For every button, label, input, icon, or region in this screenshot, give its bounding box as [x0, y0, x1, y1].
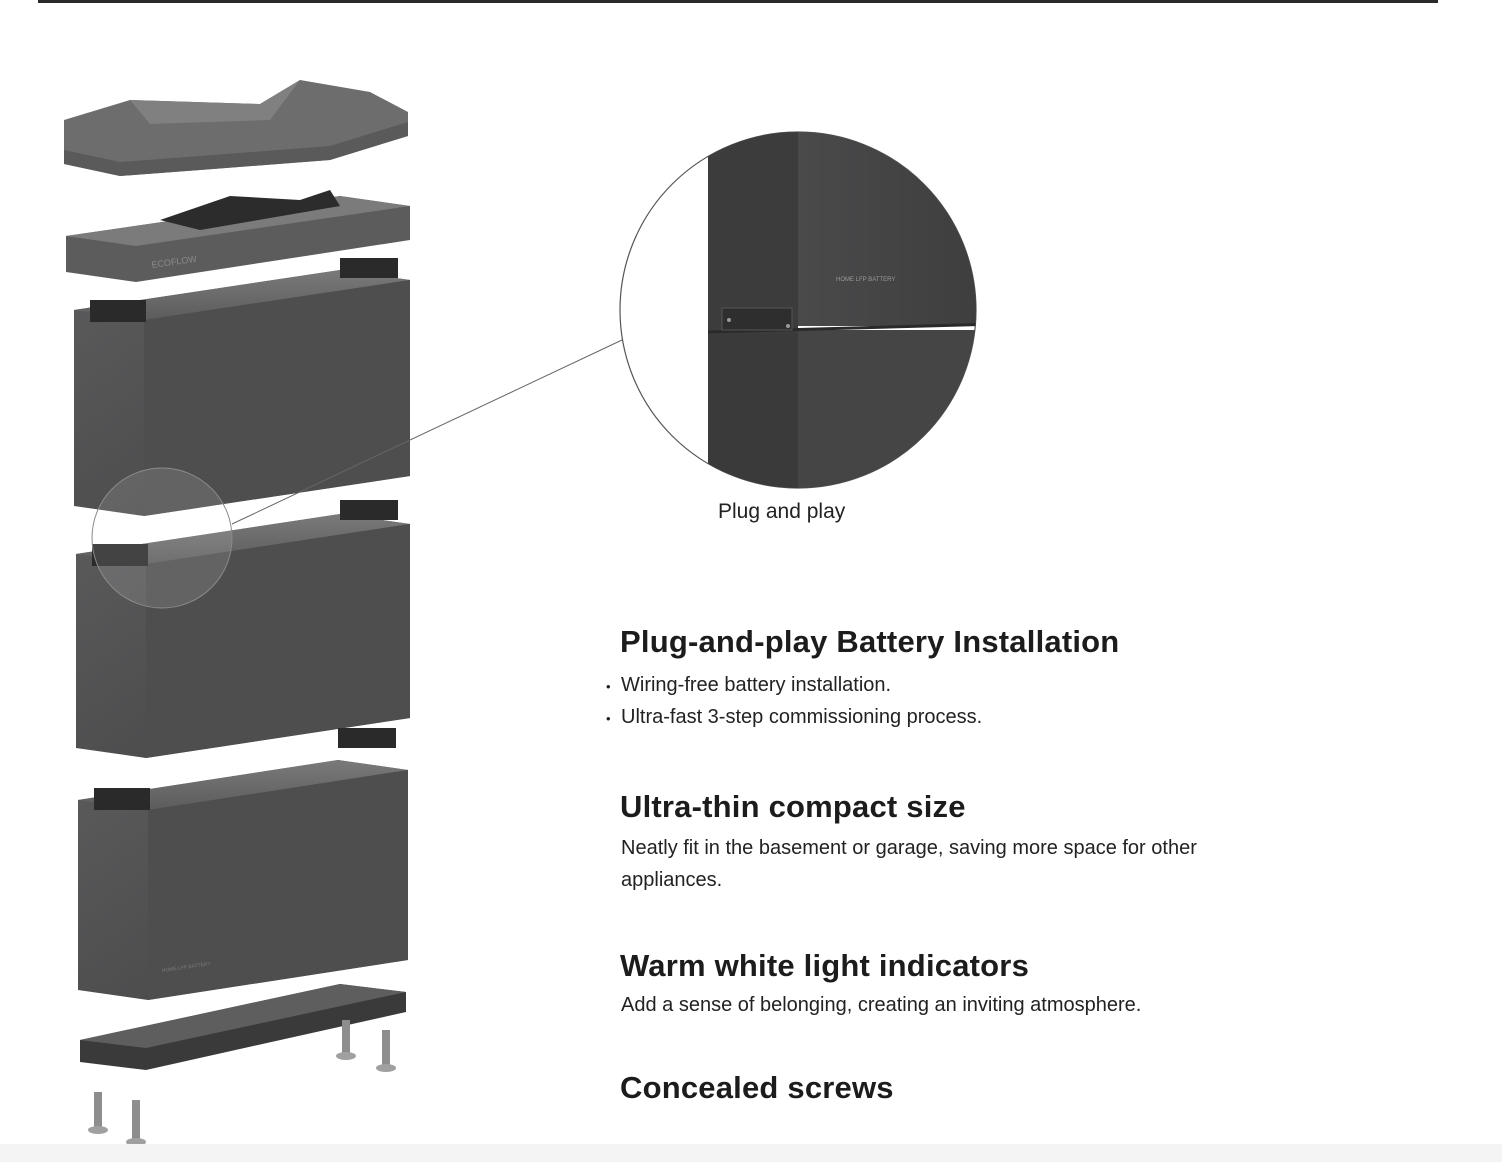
zoom-label: HOME LFP BATTERY — [836, 277, 895, 283]
bullet-commissioning: Ultra-fast 3-step commissioning process. — [606, 706, 982, 732]
top-divider — [38, 0, 1438, 3]
section-body-indicators: Add a sense of belonging, creating an in… — [621, 994, 1142, 1016]
battery-module-1 — [74, 258, 410, 516]
controller-module: ECOFLOW — [66, 190, 410, 282]
bottom-fade — [0, 1144, 1502, 1162]
battery-module-2 — [76, 467, 410, 758]
section-body-compact: Neatly fit in the basement or garage, sa… — [621, 837, 1197, 891]
zoom-caption: Plug and play — [718, 500, 846, 523]
bullet-wiring-free: Wiring-free battery installation. — [606, 674, 891, 700]
section-title-installation: Plug-and-play Battery Installation — [620, 624, 1120, 659]
base-stand — [80, 984, 406, 1146]
section-title-indicators: Warm white light indicators — [620, 948, 1030, 983]
section-title-compact: Ultra-thin compact size — [620, 789, 966, 824]
top-cover — [64, 80, 408, 176]
section-title-screws: Concealed screws — [620, 1070, 894, 1105]
zoom-callout: HOME LFP BATTERY — [619, 131, 977, 489]
battery-module-3: HOME LFP BATTERY — [78, 728, 408, 1000]
callout-line — [231, 339, 623, 525]
